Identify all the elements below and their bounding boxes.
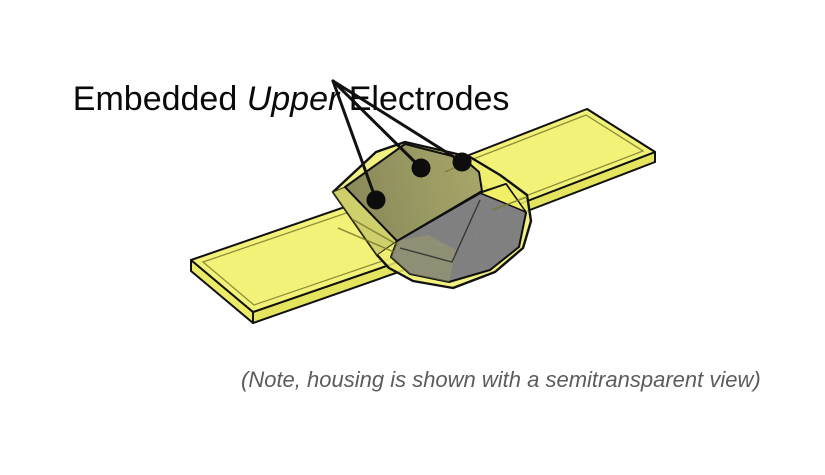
- leader-line-1: [331, 79, 378, 202]
- callout-title: Embedded Upper Electrodes: [35, 38, 510, 160]
- cavity-fold-line: [399, 199, 481, 263]
- far-wall-wedge: [479, 183, 527, 213]
- electrode-dot-3: [452, 152, 472, 172]
- leader-line-3: [331, 79, 464, 164]
- figure-note: (Note, housing is shown with a semitrans…: [241, 367, 761, 392]
- callout-title-emphasis: Upper: [246, 79, 340, 118]
- electrode-dots: [366, 152, 472, 210]
- electrode-dot-1: [366, 190, 386, 210]
- callout-title-suffix: Electrodes: [339, 79, 510, 118]
- electrode-dot-2: [411, 158, 431, 178]
- leader-lines: [331, 79, 464, 202]
- callout-title-prefix: Embedded: [72, 79, 247, 118]
- semitransparent-housing: [331, 140, 533, 290]
- leader-line-2: [331, 79, 423, 170]
